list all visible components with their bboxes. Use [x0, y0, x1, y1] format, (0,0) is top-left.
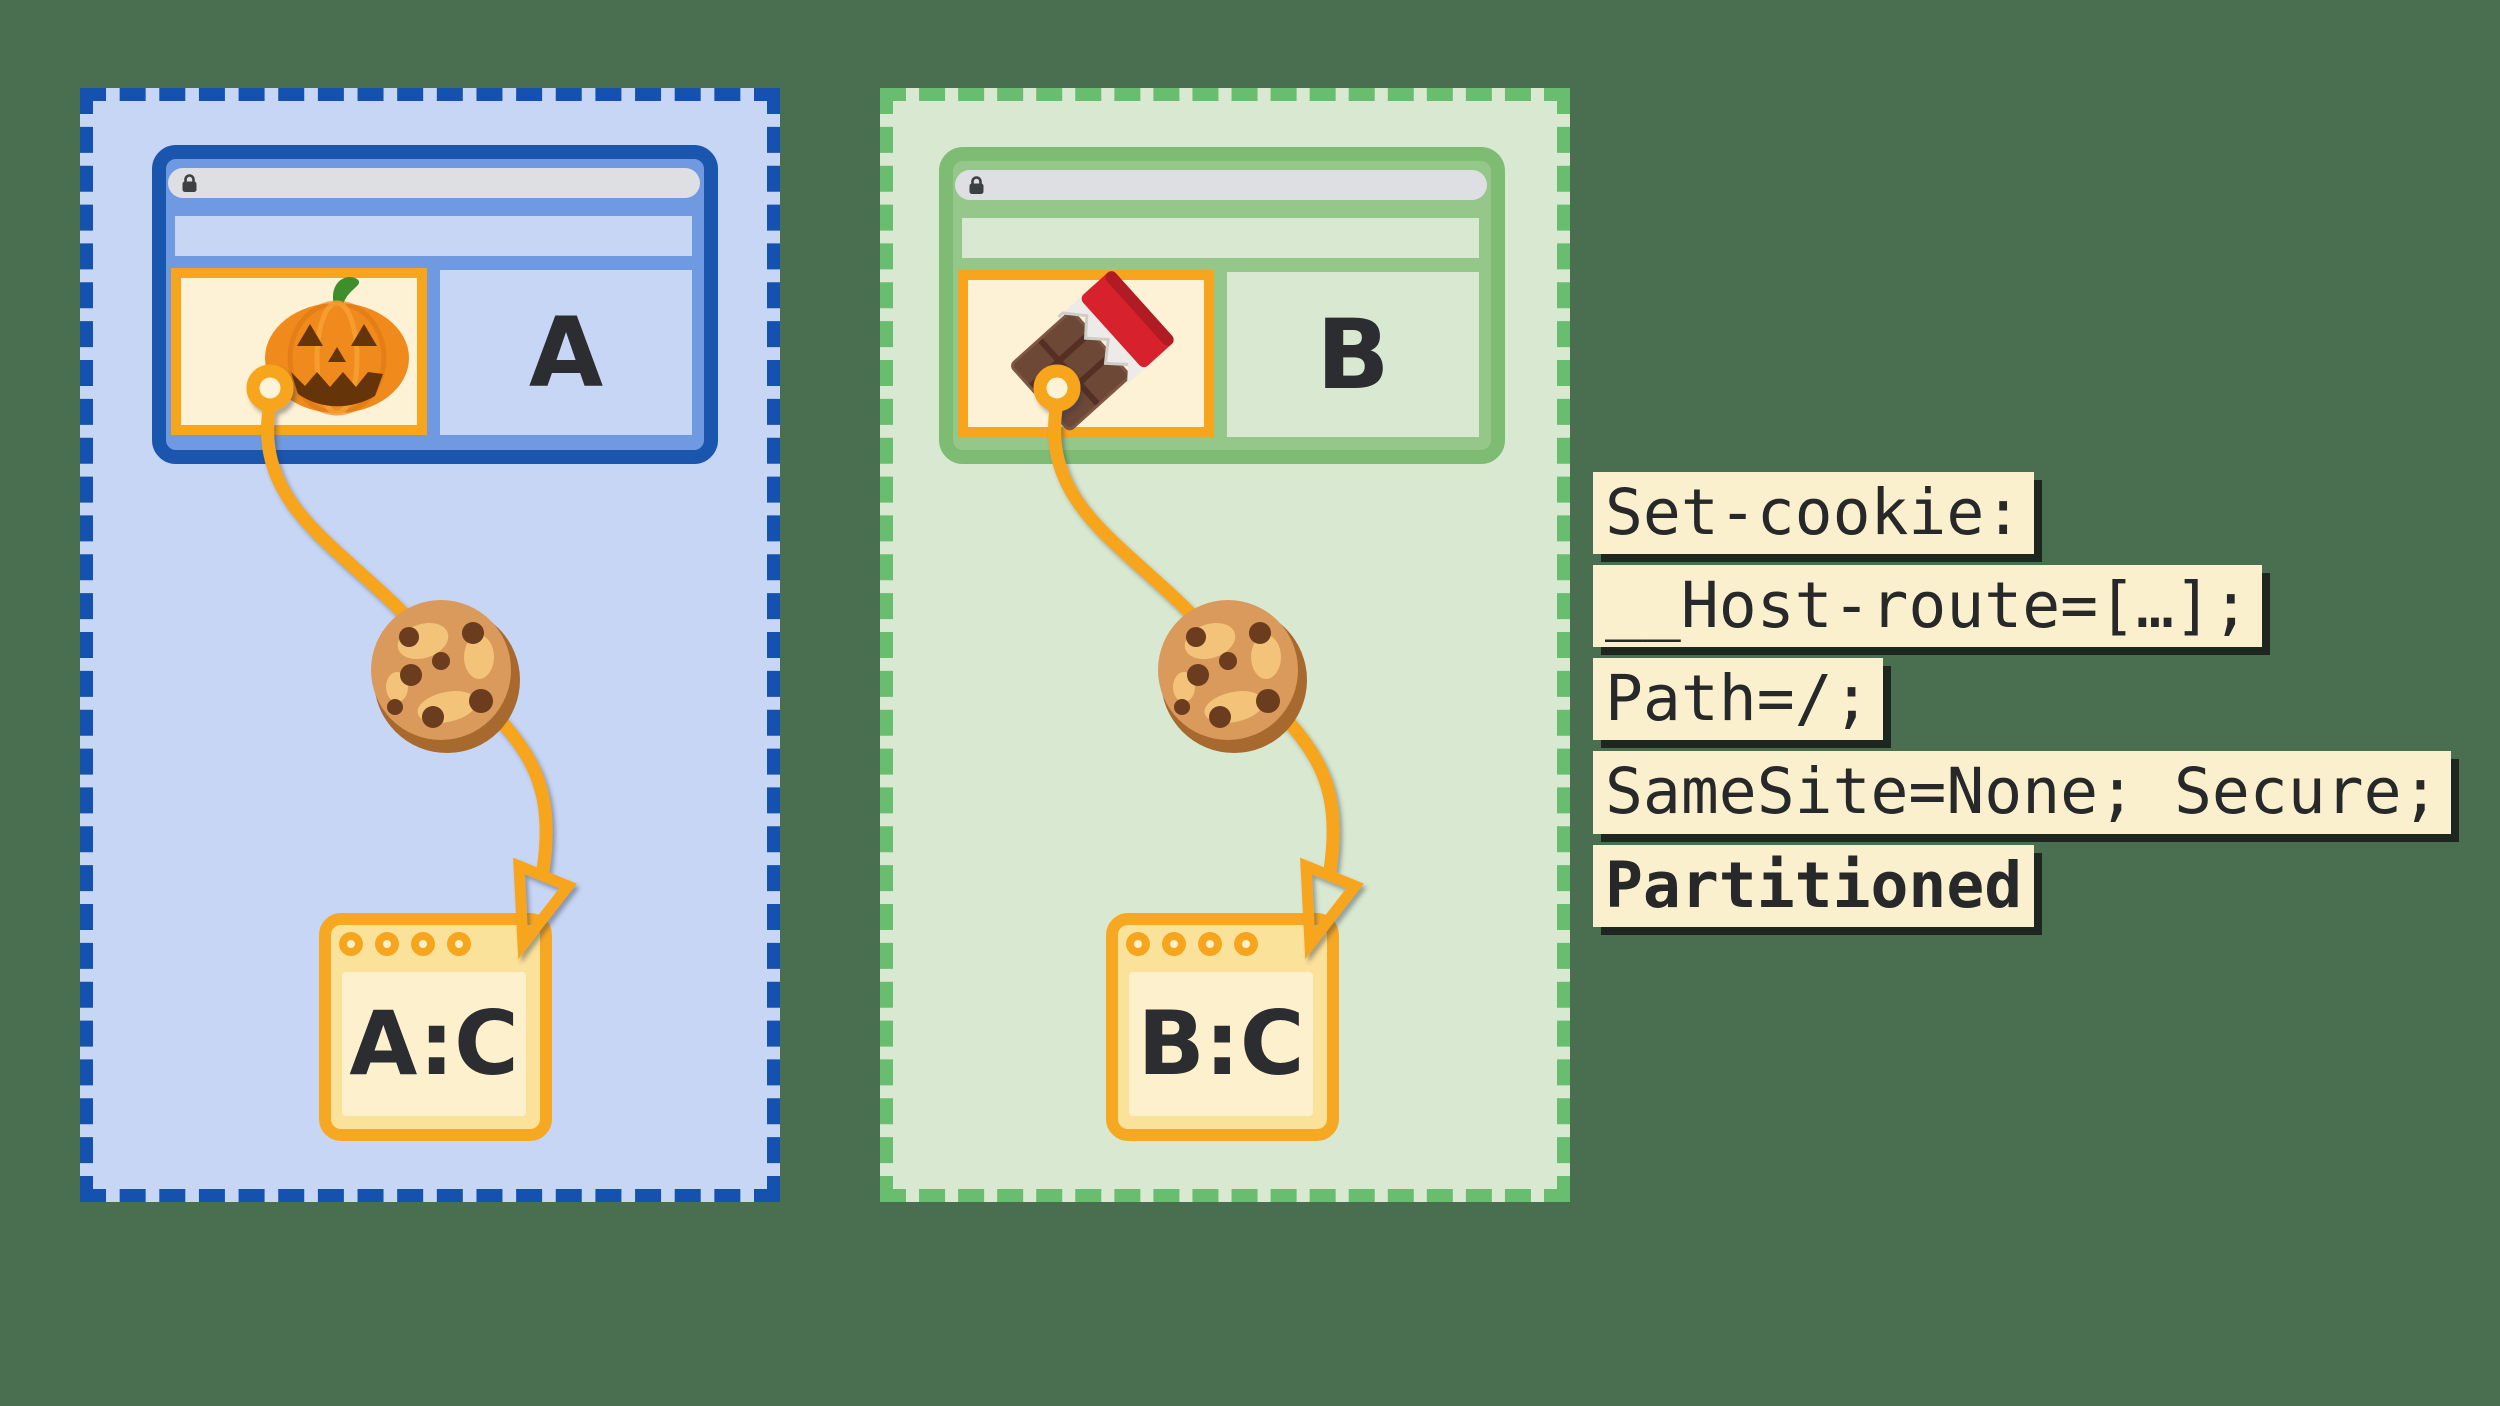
storage-dot	[1162, 932, 1186, 956]
storage-dot	[1126, 932, 1150, 956]
storage-dot	[375, 932, 399, 956]
set-cookie-code-block: Set-cookie: __Host-route=[…]; Path=/; Sa…	[1593, 472, 2452, 927]
browser-window-b: B	[939, 147, 1505, 464]
partition-a-container: A A:C	[80, 88, 780, 1202]
third-party-iframe-a	[171, 268, 427, 435]
browser-window-a: A	[152, 145, 718, 464]
site-a-label: A	[528, 296, 604, 409]
storage-dots-a	[339, 932, 471, 956]
url-bar-b	[955, 170, 1487, 200]
storage-body-b: B:C	[1129, 972, 1313, 1116]
storage-dot	[339, 932, 363, 956]
partition-key-b-label: B:C	[1137, 992, 1305, 1095]
url-bar-a	[168, 168, 700, 198]
cookie-store-a: A:C	[319, 913, 552, 1141]
lock-icon	[969, 176, 984, 194]
toolbar-strip-b	[962, 218, 1479, 258]
storage-dots-b	[1126, 932, 1258, 956]
code-line-host-route: __Host-route=[…];	[1593, 565, 2262, 648]
jack-o-lantern-icon	[265, 277, 409, 416]
chocolate-bar-icon	[1011, 271, 1174, 431]
site-b-content-area: B	[1227, 272, 1479, 437]
storage-dot	[447, 932, 471, 956]
code-line-path: Path=/;	[1593, 658, 1883, 741]
storage-body-a: A:C	[342, 972, 526, 1116]
partition-b-container: B B:C	[880, 88, 1570, 1202]
third-party-iframe-b	[958, 270, 1214, 437]
cookie-store-b: B:C	[1106, 913, 1339, 1141]
site-a-content-area: A	[440, 270, 692, 435]
site-b-label: B	[1316, 298, 1390, 411]
storage-dot	[1234, 932, 1258, 956]
storage-dot	[1198, 932, 1222, 956]
code-line-samesite: SameSite=None; Secure;	[1593, 751, 2452, 834]
lock-icon	[182, 174, 197, 192]
code-line-partitioned: Partitioned	[1593, 844, 2035, 927]
code-line-set-cookie: Set-cookie:	[1593, 472, 2035, 555]
toolbar-strip-a	[175, 216, 692, 256]
storage-dot	[411, 932, 435, 956]
partition-key-a-label: A:C	[349, 992, 519, 1095]
